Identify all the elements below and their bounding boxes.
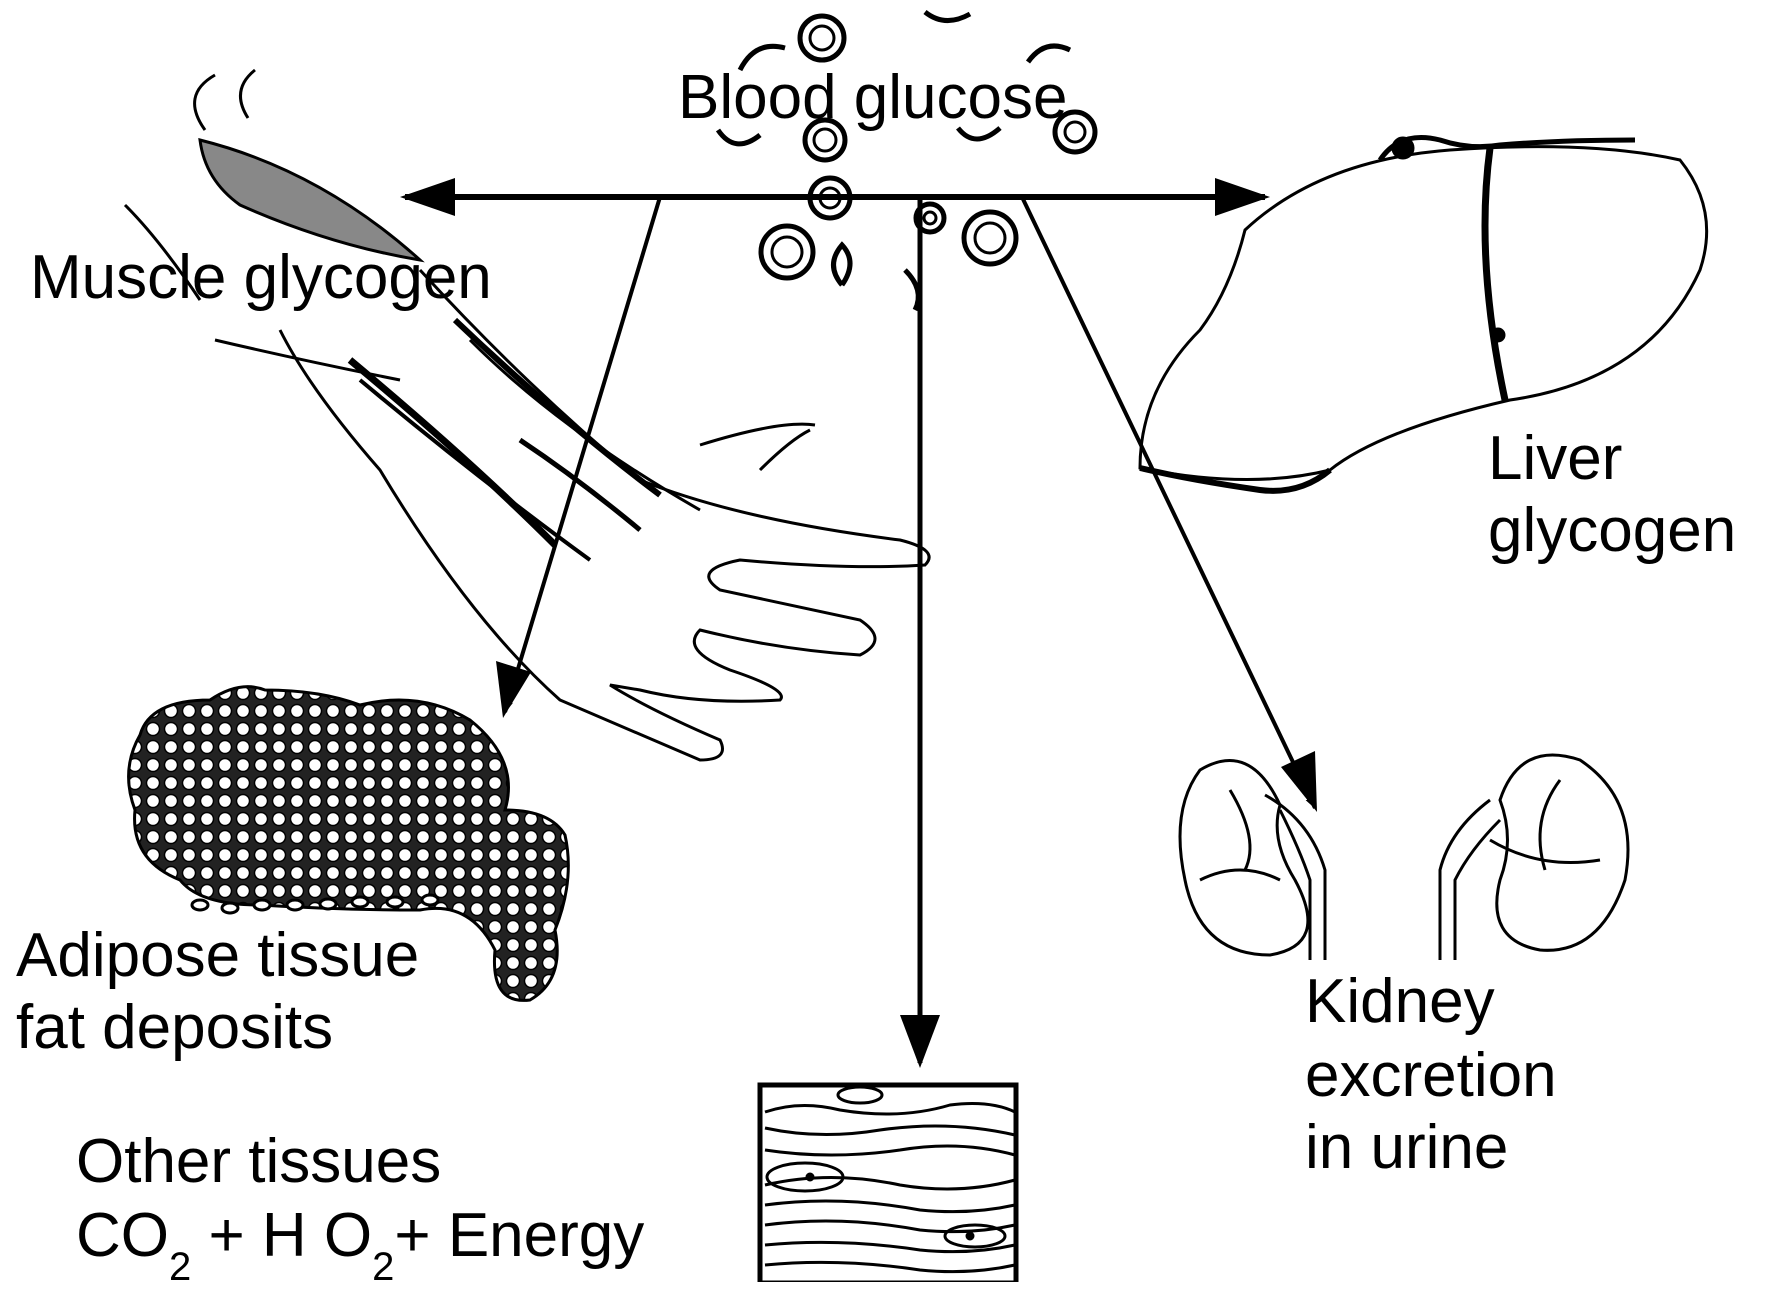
- muscle-arm-illustration: [125, 70, 929, 760]
- arrowhead-liver: [1215, 178, 1270, 216]
- arrow-to-kidney: [1022, 197, 1315, 808]
- kidney-label-line2: excretion: [1305, 1040, 1557, 1112]
- muscle-glycogen-label: Muscle glycogen: [30, 242, 492, 314]
- other-formula: CO2 + H O2+ Energy: [76, 1200, 644, 1279]
- formula-plus-energy: + Energy: [394, 1201, 644, 1270]
- other-tissue-box: [760, 1085, 1016, 1282]
- other-label-line1: Other tissues: [76, 1126, 441, 1198]
- arrowhead-muscle: [400, 178, 455, 216]
- formula-sub-co2: 2: [169, 1245, 191, 1289]
- arrowhead-kidney: [1281, 751, 1317, 812]
- formula-sub-h2: 2: [372, 1245, 394, 1289]
- formula-plus-h: + H: [191, 1201, 306, 1270]
- kidneys-illustration: [1180, 755, 1628, 960]
- kidney-label-line1: Kidney: [1305, 966, 1495, 1038]
- arrowhead-adipose: [496, 661, 531, 718]
- blood-glucose-label: Blood glucose: [678, 62, 1068, 134]
- liver-label-line2: glycogen: [1488, 495, 1736, 567]
- blood-cells-illustration: [718, 12, 1095, 310]
- liver-label-line1: Liver: [1488, 423, 1622, 495]
- formula-o: O: [307, 1201, 372, 1270]
- arrow-to-adipose: [505, 197, 660, 712]
- arrowhead-other: [900, 1015, 940, 1068]
- kidney-label-line3: in urine: [1305, 1112, 1508, 1184]
- adipose-label-line2: fat deposits: [16, 992, 333, 1064]
- formula-co: CO: [76, 1201, 169, 1270]
- adipose-label-line1: Adipose tissue: [16, 920, 419, 992]
